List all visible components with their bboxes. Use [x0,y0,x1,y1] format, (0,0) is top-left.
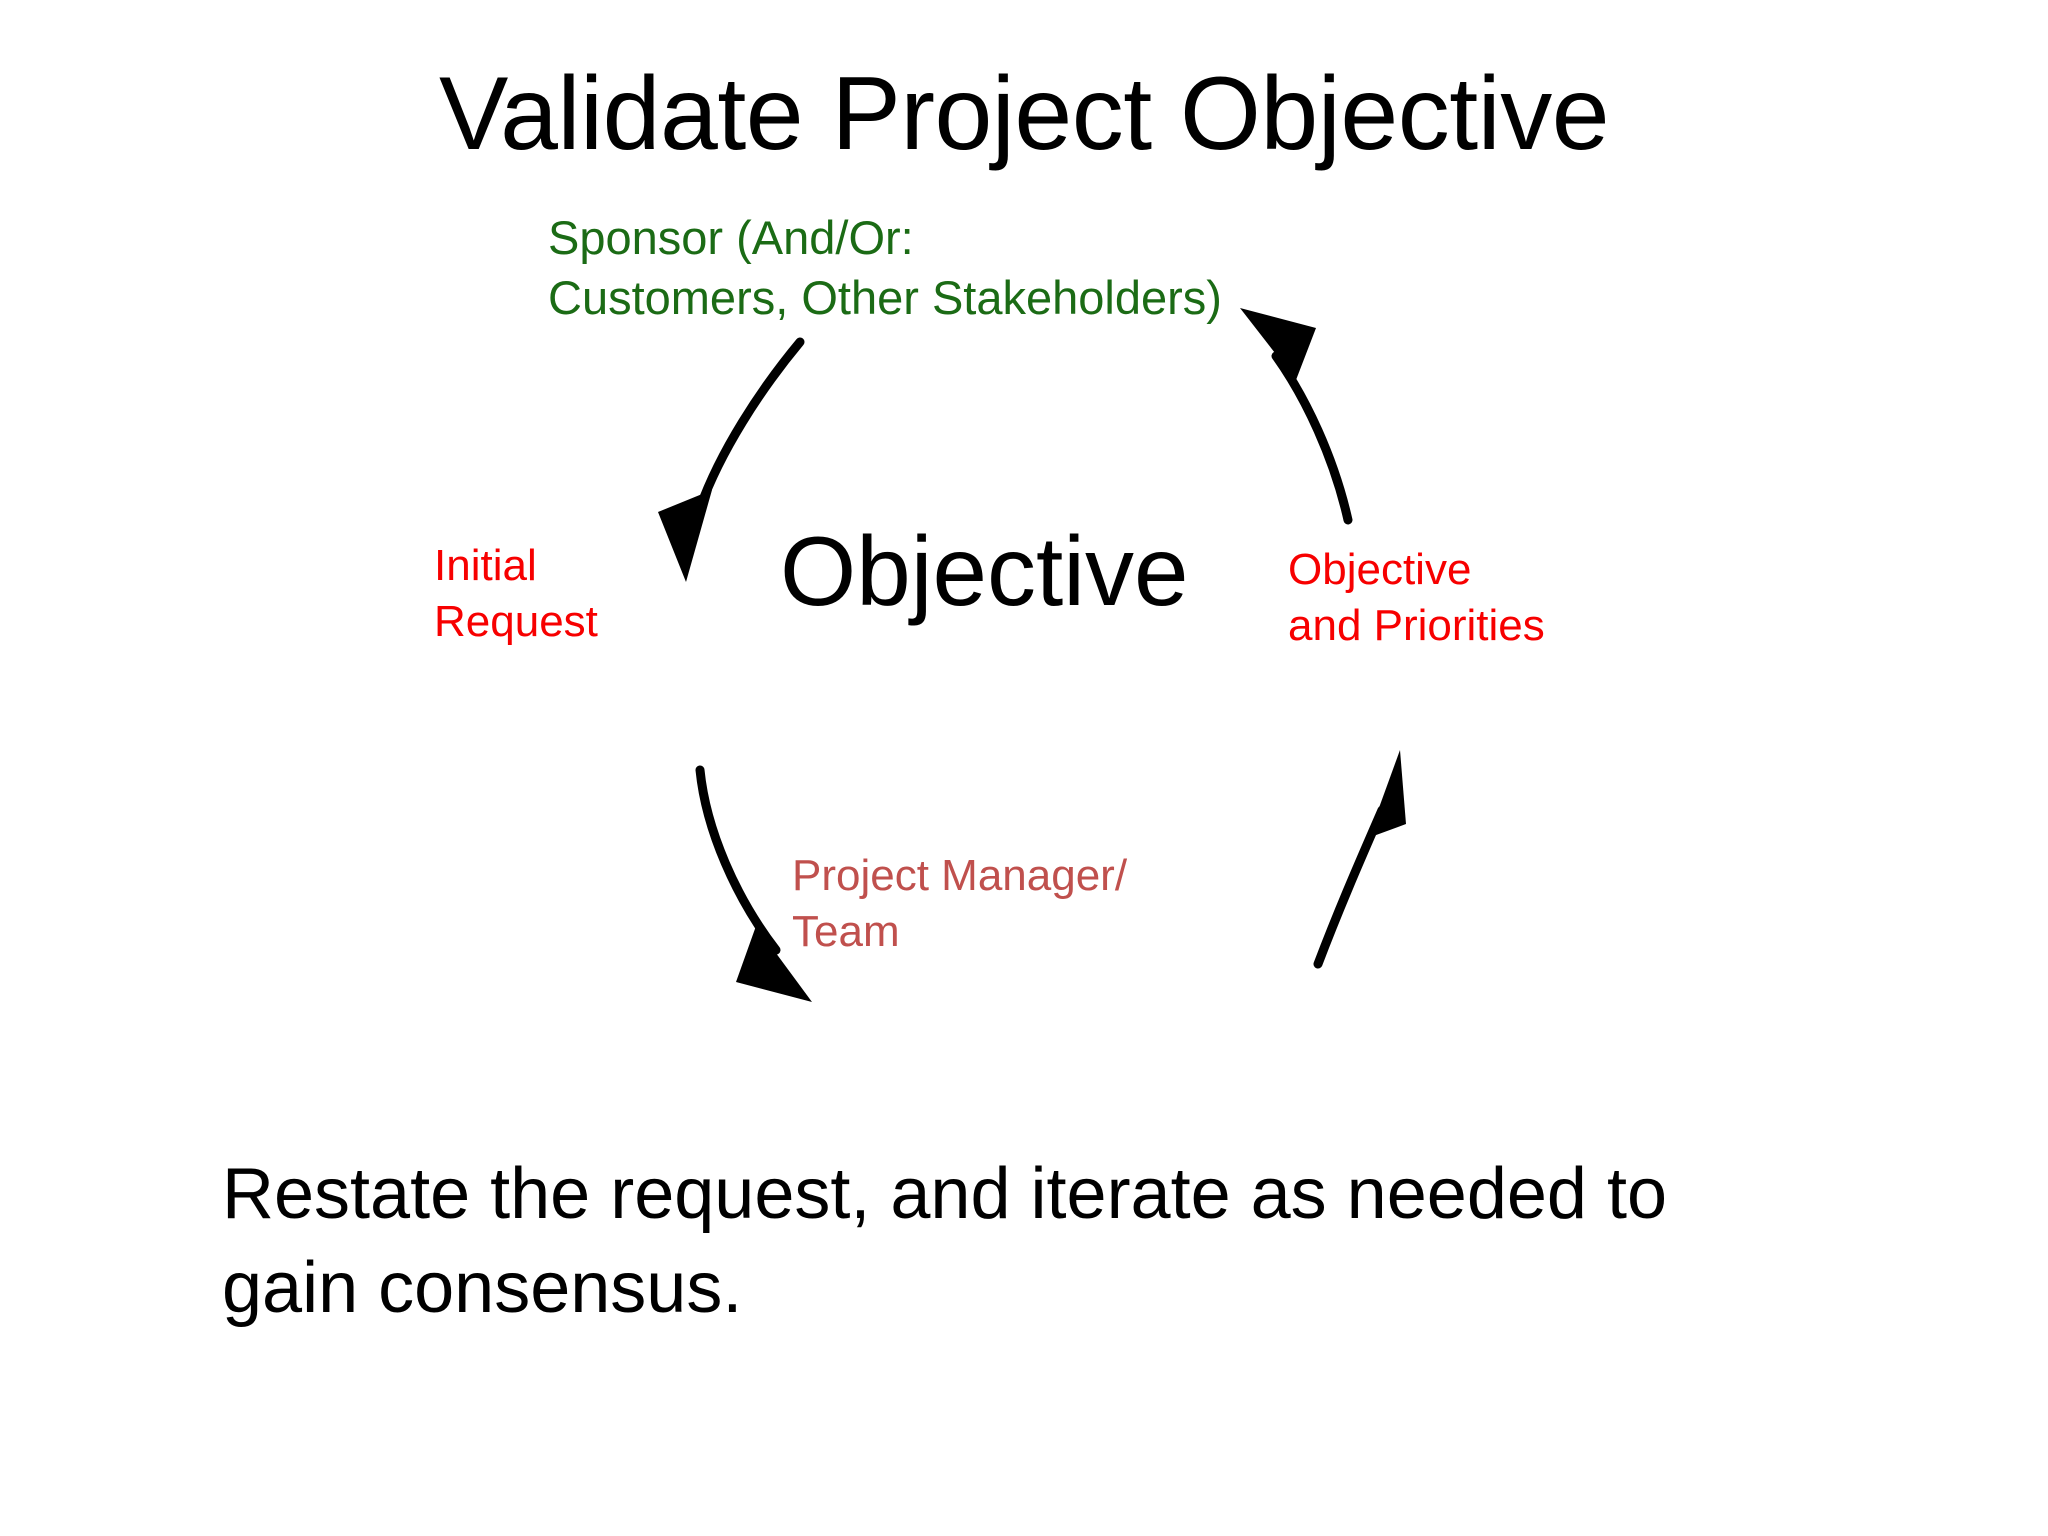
cycle-arrows-group [658,308,1406,1002]
node-project-manager: Project Manager/ Team [792,851,1128,957]
slide-caption: Restate the request, and iterate as need… [222,1154,1667,1328]
cycle-diagram: Sponsor (And/Or: Customers, Other Stakeh… [0,190,2048,1090]
arrow-bottom-left-icon [695,765,812,1002]
edge-label-initial-request: Initial Request [434,541,598,647]
node-objective-center: Objective [780,516,1189,626]
arrow-top-right-icon [1240,308,1353,525]
node-sponsor: Sponsor (And/Or: Customers, Other Stakeh… [548,211,1222,325]
edge-label-objective-and-priorities: Objective and Priorities [1288,545,1545,651]
page-title: Validate Project Objective [438,56,1610,172]
arrow-top-left-icon [658,337,805,582]
arrow-bottom-right-icon [1313,750,1406,969]
